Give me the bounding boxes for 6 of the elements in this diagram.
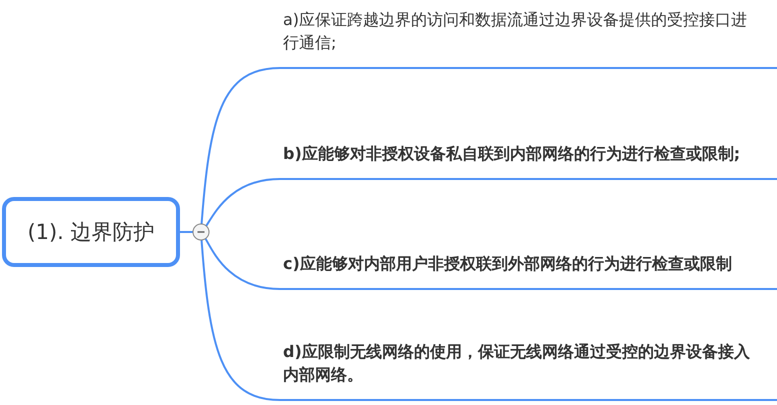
topic-text: d)应限制无线网络的使用，保证无线网络通过受控的边界设备接入内部网络。	[283, 341, 751, 386]
topic-text: a)应保证跨越边界的访问和数据流通过边界设备提供的受控接口进行通信;	[283, 9, 748, 54]
topic-text: (1). 边界防护	[27, 219, 155, 246]
topic-text: c)应能够对内部用户非授权联到外部网络的行为进行检查或限制	[283, 253, 732, 275]
central-topic-box	[2, 197, 180, 267]
topic-text: b)应能够对非授权设备私自联到内部网络的行为进行检查或限制;	[283, 143, 740, 165]
